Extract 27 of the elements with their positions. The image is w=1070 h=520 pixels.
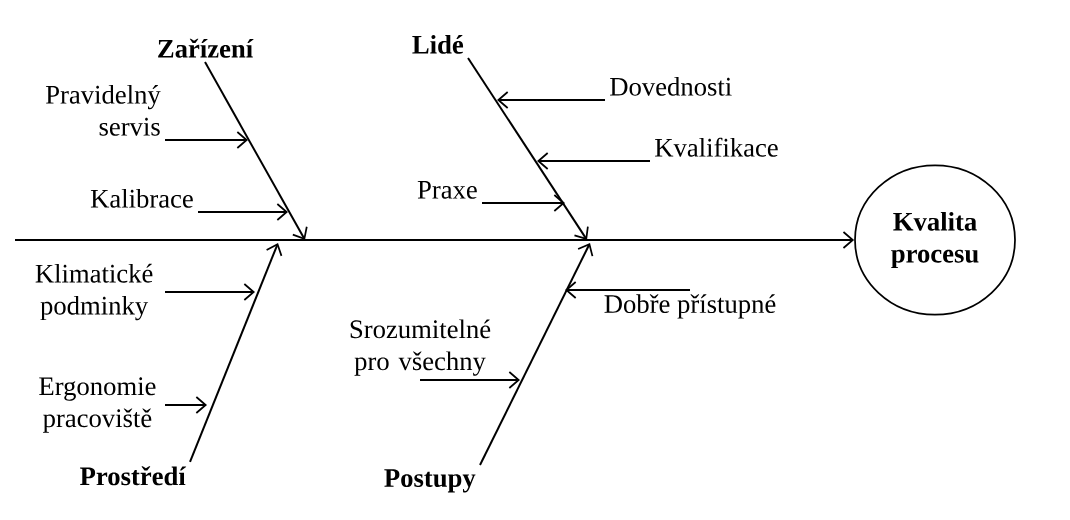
arrow <box>197 203 288 221</box>
bone-arrow <box>189 243 283 463</box>
arrow <box>419 371 520 389</box>
cause-label: Dobře přístupné <box>604 294 776 319</box>
arrow <box>537 152 651 170</box>
arrow <box>164 283 255 301</box>
category-label: Prostředí <box>80 466 187 486</box>
arrow <box>565 281 691 299</box>
cause-label: Pravidelný servis <box>46 84 161 136</box>
arrow <box>481 194 565 212</box>
bone-arrow <box>204 61 308 240</box>
cause-label: Dovednosti <box>610 76 732 96</box>
category-label: Postupy <box>384 469 476 493</box>
bone-arrow <box>479 243 594 466</box>
arrow <box>164 131 248 149</box>
category-label: Lidé <box>412 34 464 54</box>
arrow <box>497 91 606 109</box>
cause-label: Ergonomie pracoviště <box>39 377 156 433</box>
cause-label: Praxe <box>417 181 477 199</box>
arrow <box>164 396 207 414</box>
spine-arrow <box>14 231 855 249</box>
bone-arrow <box>467 57 589 240</box>
cause-label: Klimatické podminky <box>35 263 153 321</box>
cause-label: Kvalifikace <box>655 137 778 157</box>
category-label: Zařízení <box>158 38 254 58</box>
cause-label: Kalibrace <box>90 188 193 208</box>
cause-label: Srozumitelné pro všechny <box>350 319 491 376</box>
